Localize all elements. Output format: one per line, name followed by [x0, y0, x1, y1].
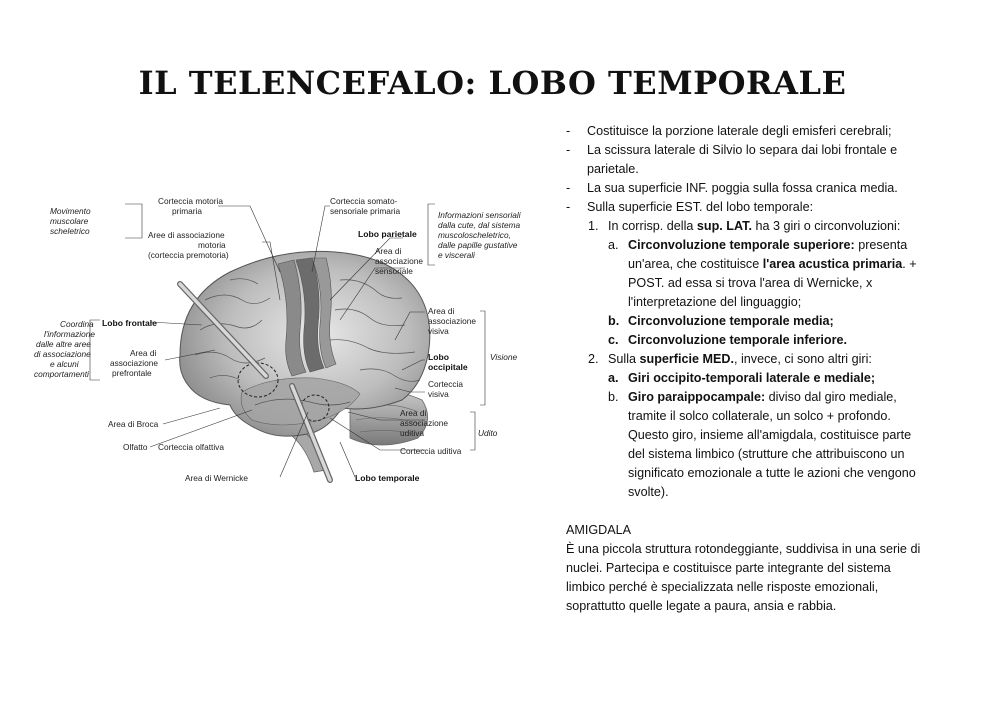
somatosensory-cortex: [295, 257, 325, 373]
sub-item-b-continuation: Questo giro, insieme all'amigdala, costi…: [628, 428, 912, 442]
sub-item-b-continuation: significato emozionale a tutte le azioni…: [628, 466, 916, 480]
label-corteccia-motoria-1: Corteccia motoria: [158, 196, 223, 206]
sub-item-a: a.Circonvoluzione temporale superiore: p…: [608, 238, 908, 252]
sub-item-b: b.Giro paraippocampale: diviso dal giro …: [608, 390, 897, 404]
label-area-assoc-visiva-1: Area di: [428, 306, 454, 316]
label-aree-assoc-motoria-2: motoria: [198, 240, 226, 250]
label-area-wernicke: Area di Wernicke: [185, 473, 248, 483]
label-udito: Udito: [478, 428, 498, 438]
label-info-sensoriali-3: muscoloscheletrico,: [438, 230, 511, 240]
label-corteccia-uditiva: Corteccia uditiva: [400, 446, 462, 456]
label-info-sensoriali-4: dalle papille gustative: [438, 240, 518, 250]
label-coordina-2: l'informazione: [44, 329, 95, 339]
sub-item-a-continuation: un'area, che costituisce l'area acustica…: [628, 257, 917, 271]
label-movimento-1: Movimento: [50, 206, 91, 216]
label-coordina-4: di associazione: [34, 349, 91, 359]
label-info-sensoriali-5: e viscerali: [438, 250, 476, 260]
bullet-item-continuation: parietale.: [587, 162, 639, 176]
label-lobo-occipitale-2: occipitale: [428, 362, 468, 372]
sub-item-c: c.Circonvoluzione temporale inferiore.: [608, 333, 848, 347]
brain-illustration: Movimento muscolare scheletrico Cortecci…: [34, 196, 522, 483]
label-coordina-6: comportamenti: [34, 369, 90, 379]
label-area-assoc-visiva-2: associazione: [428, 316, 476, 326]
numbered-item-2: 2.Sulla superficie MED., invece, ci sono…: [588, 352, 872, 366]
sub-item-b: b.Circonvoluzione temporale media;: [608, 314, 834, 328]
label-area-assoc-prefrontale-3: prefrontale: [112, 368, 152, 378]
label-corteccia-visiva-1: Corteccia: [428, 379, 463, 389]
label-visione: Visione: [490, 352, 517, 362]
label-area-assoc-uditiva-2: associazione: [400, 418, 448, 428]
label-area-assoc-prefrontale-1: Area di: [130, 348, 156, 358]
bullet-item: -Sulla superficie EST. del lobo temporal…: [566, 200, 814, 214]
label-corteccia-motoria-2: primaria: [172, 206, 202, 216]
amigdala-heading: AMIGDALA: [566, 523, 632, 537]
broca-area-outline: [237, 362, 279, 398]
sub-item-a-continuation: l'interpretazione del linguaggio;: [628, 295, 802, 309]
bullet-item: -La scissura laterale di Silvio lo separ…: [566, 143, 898, 157]
label-area-assoc-visiva-3: visiva: [428, 326, 449, 336]
brain-diagram: Movimento muscolare scheletrico Cortecci…: [30, 180, 525, 498]
label-info-sensoriali-1: Informazioni sensoriali: [438, 210, 522, 220]
sub-item-b-continuation: svolte).: [628, 485, 669, 499]
label-movimento-3: scheletrico: [50, 226, 90, 236]
label-area-assoc-sensoriale-3: sensoriale: [375, 266, 413, 276]
page-title: IL TELENCEFALO: LOBO TEMPORALE: [138, 64, 847, 102]
label-aree-assoc-motoria-3: (corteccia premotoria): [148, 250, 229, 260]
amigdala-line: nuclei. Partecipa e costituisce parte in…: [566, 561, 891, 575]
label-lobo-frontale: Lobo frontale: [102, 318, 157, 328]
amigdala-section: AMIGDALA È una piccola struttura rotonde…: [566, 521, 946, 616]
content-text: -Costituisce la porzione laterale degli …: [566, 122, 946, 616]
label-coordina-1: Coordina: [60, 319, 94, 329]
sub-item-a: a.Giri occipito-temporali laterale e med…: [608, 371, 876, 385]
amigdala-line: soprattutto quelle legate a paura, ansia…: [566, 599, 837, 613]
diagram-labels: Movimento muscolare scheletrico Cortecci…: [34, 196, 522, 483]
label-area-broca: Area di Broca: [108, 419, 159, 429]
label-area-assoc-sensoriale-2: associazione: [375, 256, 423, 266]
label-area-assoc-uditiva-3: uditiva: [400, 428, 424, 438]
label-info-sensoriali-2: dalla cute, dal sistema: [438, 220, 520, 230]
label-area-assoc-uditiva-1: Area di: [400, 408, 426, 418]
numbered-item-1: 1.In corrisp. della sup. LAT. ha 3 giri …: [588, 219, 901, 233]
label-corteccia-somato-1: Corteccia somato-: [330, 196, 398, 206]
label-corteccia-visiva-2: visiva: [428, 389, 449, 399]
label-lobo-parietale: Lobo parietale: [358, 229, 417, 239]
label-area-assoc-prefrontale-2: associazione: [110, 358, 158, 368]
label-aree-assoc-motoria-1: Aree di associazione: [148, 230, 225, 240]
amigdala-line: limbico perché è specializzata nelle ris…: [566, 580, 879, 594]
amigdala-line: È una piccola struttura rotondeggiante, …: [566, 542, 921, 556]
label-olfatto: Olfatto: [123, 442, 148, 452]
label-area-assoc-sensoriale-1: Area di: [375, 246, 401, 256]
label-corteccia-olfattiva: Corteccia olfattiva: [158, 442, 224, 452]
sub-item-a-continuation: POST. ad essa si trova l'area di Wernick…: [628, 276, 873, 290]
motor-cortex: [277, 259, 307, 377]
bullet-item: -Costituisce la porzione laterale degli …: [566, 124, 892, 138]
label-corteccia-somato-2: sensoriale primaria: [330, 206, 400, 216]
label-coordina-3: dalle altre aree: [36, 339, 91, 349]
bullet-item: -La sua superficie INF. poggia sulla fos…: [566, 181, 898, 195]
sub-item-b-continuation: del sistema limbico (strutture che attri…: [628, 447, 905, 461]
label-movimento-2: muscolare: [50, 216, 89, 226]
label-lobo-occipitale-1: Lobo: [428, 352, 449, 362]
sub-item-b-continuation: tramite il solco collaterale, un solco +…: [628, 409, 891, 423]
label-coordina-5: e alcuni: [50, 359, 80, 369]
label-lobo-temporale: Lobo temporale: [355, 473, 420, 483]
